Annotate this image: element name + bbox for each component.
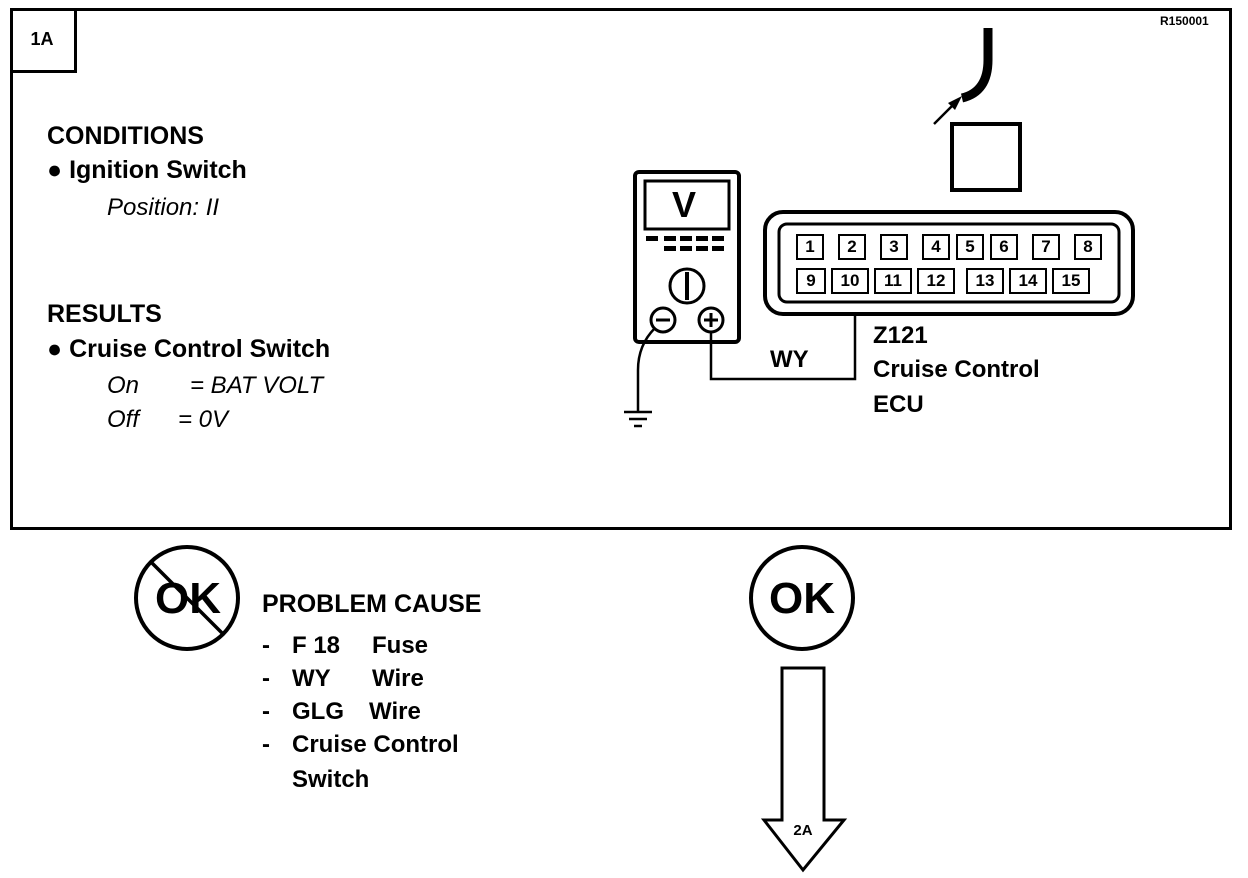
ground-lead xyxy=(636,327,656,412)
cause-item: - Cruise Control xyxy=(262,731,459,758)
result-value-off: = 0V xyxy=(178,406,229,433)
meter-readout-label: V xyxy=(672,184,697,225)
cause-item-continuation: Switch xyxy=(292,766,370,793)
pin-14: 14 xyxy=(1009,268,1047,294)
conditions-item-label: Ignition Switch xyxy=(69,156,247,184)
not-ok-label: OK xyxy=(155,574,221,623)
pin-9: 9 xyxy=(796,268,826,294)
pin-7: 7 xyxy=(1032,234,1060,260)
disconnected-plug xyxy=(950,122,1022,192)
cause-item: - GLG Wire xyxy=(262,698,421,725)
bullet-icon: ● xyxy=(47,335,63,363)
pin-12: 12 xyxy=(917,268,955,294)
result-value-on: = BAT VOLT xyxy=(190,372,324,399)
meter-display xyxy=(643,179,731,231)
pin-1: 1 xyxy=(796,234,824,260)
cause-item-type: Wire xyxy=(369,698,421,725)
pin-15: 15 xyxy=(1052,268,1090,294)
cause-item-part: Cruise Control xyxy=(292,731,459,758)
pin-10: 10 xyxy=(831,268,869,294)
ecu-connector xyxy=(763,210,1135,316)
not-ok-circle-icon xyxy=(134,545,240,651)
ground-icon xyxy=(624,410,652,428)
multimeter xyxy=(633,170,741,344)
next-step-arrow-icon xyxy=(760,666,848,873)
connector-code: Z121 xyxy=(873,322,928,349)
disconnect-arrow-head xyxy=(948,96,962,110)
probe-lead-wy xyxy=(709,298,857,381)
result-state-on: On xyxy=(107,372,140,399)
results-heading: RESULTS xyxy=(47,300,162,328)
harness-wire xyxy=(960,28,993,103)
pin-6: 6 xyxy=(990,234,1018,260)
pin-3: 3 xyxy=(880,234,908,260)
pin-5: 5 xyxy=(956,234,984,260)
problem-cause-heading: PROBLEM CAUSE xyxy=(262,590,482,618)
results-item-label: Cruise Control Switch xyxy=(69,335,331,363)
step-tag: 1A xyxy=(10,8,77,73)
next-step-label: 2A xyxy=(793,822,813,839)
pin-4: 4 xyxy=(922,234,950,260)
conditions-item: ● Ignition Switch xyxy=(47,156,247,185)
conditions-heading: CONDITIONS xyxy=(47,122,204,150)
result-state-off: Off xyxy=(107,406,140,433)
cause-item-part: F 18 xyxy=(292,632,341,659)
wire-color-label: WY xyxy=(770,346,809,373)
cause-item-part: GLG xyxy=(292,698,344,725)
cause-item: - F 18 Fuse xyxy=(262,632,429,659)
ok-label: OK xyxy=(769,574,835,623)
not-ok-slash-icon xyxy=(148,559,226,637)
connector-name-line2: ECU xyxy=(873,391,924,418)
connector-pins-bottom: 9 10 11 12 13 14 15 xyxy=(796,268,1090,294)
reference-code: R150001 xyxy=(1160,14,1209,28)
connector-name-line1: Cruise Control xyxy=(873,356,1040,383)
cause-item-type: Fuse xyxy=(372,632,429,659)
ok-circle-icon xyxy=(749,545,855,651)
pin-8: 8 xyxy=(1074,234,1102,260)
pin-13: 13 xyxy=(966,268,1004,294)
pin-2: 2 xyxy=(838,234,866,260)
test-panel xyxy=(10,8,1232,530)
pin-11: 11 xyxy=(874,268,912,294)
cause-item-type: Wire xyxy=(372,665,424,692)
bullet-icon: ● xyxy=(47,156,63,184)
cause-item-part: WY xyxy=(292,665,331,692)
conditions-detail: Position: II xyxy=(107,194,220,221)
connector-pins-top: 1 2 3 4 5 6 7 8 xyxy=(796,234,1102,260)
results-item: ● Cruise Control Switch xyxy=(47,335,330,364)
cause-item: - WY Wire xyxy=(262,665,424,692)
